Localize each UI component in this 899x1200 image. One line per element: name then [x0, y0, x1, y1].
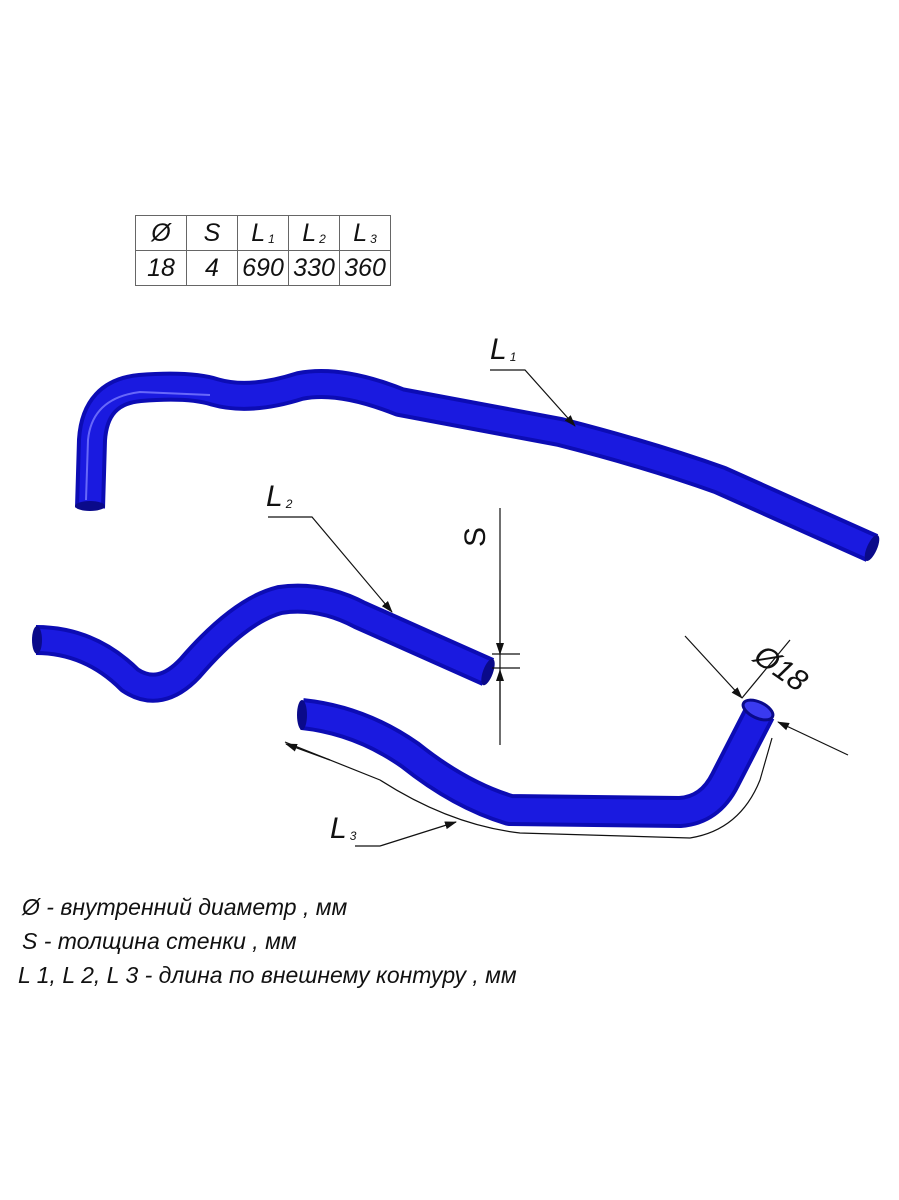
header-sub: 1	[268, 231, 275, 246]
l1-leader	[490, 369, 576, 427]
header-text: Ø	[151, 218, 171, 247]
label-text: L	[266, 480, 283, 513]
label-sub: 2	[285, 497, 293, 511]
legend-text: - длина по внешнему контуру , мм	[144, 962, 517, 988]
label-text: L	[330, 812, 347, 845]
legend-symbol: Ø	[22, 894, 40, 920]
value-diameter: 18	[135, 250, 187, 286]
spec-value-row: 18 4 690 330 360	[135, 250, 391, 286]
hose-l3	[297, 698, 775, 828]
dimension-lines	[268, 369, 849, 847]
legend-text: - внутренний диаметр , мм	[46, 894, 348, 920]
header-text: S	[203, 218, 221, 247]
legend-symbol: L 1, L 2, L 3	[18, 962, 139, 988]
label-text: L	[490, 333, 507, 366]
legend-item-wall: S - толщина стенки , мм	[22, 924, 517, 958]
s-label: S	[459, 526, 493, 548]
header-text: L	[353, 218, 368, 247]
header-sub: 3	[370, 231, 377, 246]
legend-symbol: S	[22, 928, 38, 954]
header-text: L	[251, 218, 266, 247]
legend: Ø - внутренний диаметр , мм S - толщина …	[18, 890, 517, 992]
label-sub: 3	[349, 829, 357, 843]
legend-text: - толщина стенки , мм	[43, 928, 297, 954]
legend-item-length: L 1, L 2, L 3 - длина по внешнему контур…	[18, 958, 517, 992]
value-l3: 360	[339, 250, 391, 286]
legend-item-diameter: Ø - внутренний диаметр , мм	[22, 890, 517, 924]
header-diameter: Ø	[135, 215, 187, 251]
value-l2: 330	[288, 250, 340, 286]
header-text: L	[302, 218, 317, 247]
label-sub: 1	[509, 350, 517, 364]
hose-l1	[75, 369, 880, 562]
l3-leader	[355, 821, 457, 847]
diameter-leader	[684, 635, 743, 699]
hose-l2	[32, 583, 495, 703]
l3-contour-line	[284, 737, 773, 839]
l2-leader	[268, 516, 393, 613]
header-wall: S	[186, 215, 238, 251]
header-sub: 2	[319, 231, 326, 246]
